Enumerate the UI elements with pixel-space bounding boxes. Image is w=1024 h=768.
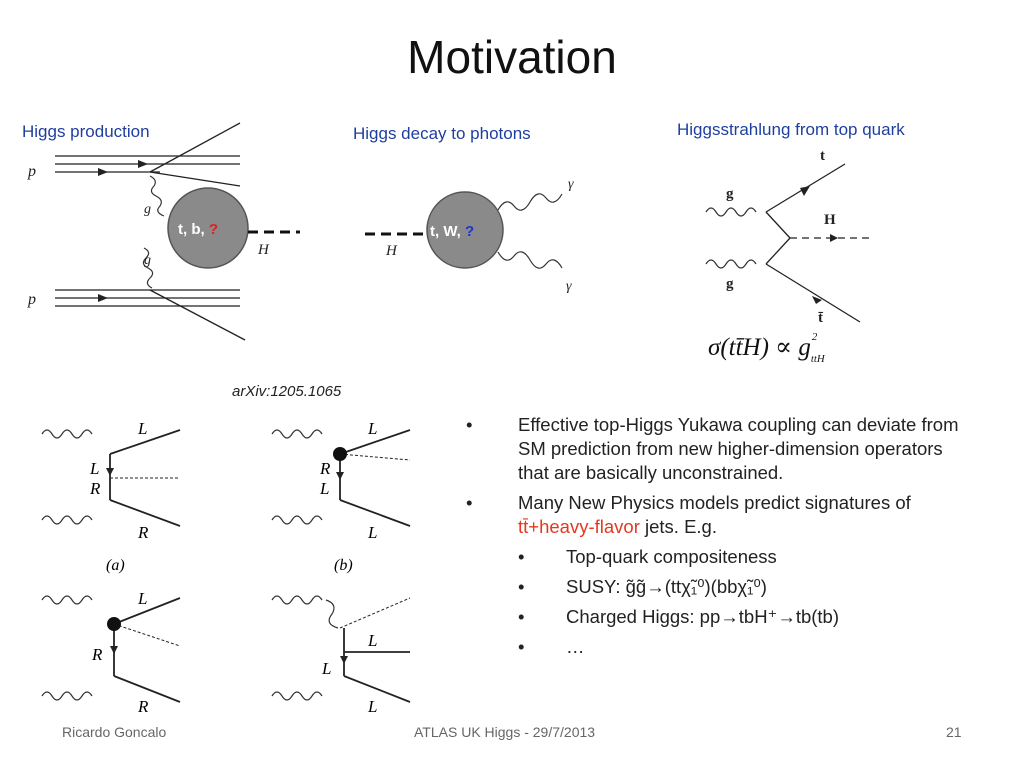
svg-text:L: L: [367, 631, 377, 650]
photon-label-bottom: γ: [566, 279, 572, 294]
decay-blob-text: t, W,: [430, 223, 465, 240]
higgs-decay-diagram: t, W, ? H γ γ: [365, 177, 574, 294]
higgsstrahlung-diagram: t H g g t̄: [705, 148, 870, 326]
footer-author: Ricardo Goncalo: [62, 724, 167, 740]
arxiv-citation: arXiv:1205.1065: [232, 383, 342, 400]
sub-bullet-item: • …: [518, 636, 585, 657]
slide-title: Motivation: [407, 31, 617, 83]
photon-label-top: γ: [568, 177, 574, 192]
svg-text:R: R: [89, 479, 101, 498]
gluon-label-a: g: [726, 186, 734, 202]
diagram-b: L R L L (b): [271, 419, 411, 574]
svg-text:L: L: [319, 479, 329, 498]
gluon-label-bottom: g: [144, 253, 151, 268]
svg-text:R: R: [91, 645, 103, 664]
diagram-c: L R R: [41, 589, 181, 716]
top-label: t: [820, 148, 825, 164]
bullet-item: • Effective top-Higgs Yukawa coupling ca…: [466, 414, 959, 483]
svg-text:R: R: [137, 697, 149, 716]
higgs-production-diagram: p p g g t, b, ? H: [27, 122, 300, 341]
proton-label-top: p: [27, 163, 36, 180]
svg-text:L: L: [367, 523, 377, 542]
higgs-production-label: Higgs production: [22, 122, 150, 141]
svg-text:R: R: [319, 459, 331, 478]
blob-text: t, b,: [178, 221, 209, 238]
footer-page-number: 21: [946, 724, 962, 740]
higgsstrahlung-label: Higgsstrahlung from top quark: [677, 120, 905, 139]
decay-higgs-label: H: [385, 243, 398, 259]
svg-text:L: L: [137, 589, 147, 608]
blob-query-blue: ?: [465, 223, 474, 240]
svg-text:L: L: [367, 697, 377, 716]
footer-event: ATLAS UK Higgs - 29/7/2013: [414, 724, 596, 740]
bullet-list: • Effective top-Higgs Yukawa coupling ca…: [466, 413, 976, 665]
highlight-ttbar-hf: tt̄+heavy-flavor: [518, 516, 640, 537]
caption-a: (a): [106, 557, 125, 574]
antitop-label: t̄: [818, 310, 824, 326]
gluon-label-b: g: [726, 276, 734, 292]
svg-text:L: L: [321, 659, 331, 678]
diagram-a: L L R R (a): [41, 419, 181, 574]
svg-text:L: L: [89, 459, 99, 478]
svg-text:L: L: [367, 419, 377, 438]
svg-text:t, W, ?: t, W, ?: [430, 223, 474, 240]
feynman-diagram-grid: L L R R (a) L R L L (b) L R R: [41, 419, 411, 716]
higgs-label: H: [257, 242, 270, 258]
diagram-d: L L L: [271, 595, 411, 716]
sub-bullet-item: • SUSY: g̃g̃→(ttχ̃₁⁰)(bbχ̃₁⁰): [518, 576, 767, 597]
higgs-decay-label: Higgs decay to photons: [353, 124, 531, 143]
sub-bullet-item: • Charged Higgs: pp→tbH⁺→tb(tb): [518, 606, 839, 627]
gluon-label-top: g: [144, 202, 151, 217]
svg-text:R: R: [137, 523, 149, 542]
caption-b: (b): [334, 557, 353, 574]
svg-text:L: L: [137, 419, 147, 438]
proton-label-bottom: p: [27, 291, 36, 308]
strahlung-higgs-label: H: [824, 212, 836, 228]
bullet-item: • Many New Physics models predict signat…: [466, 492, 911, 537]
svg-text:t, b, ?: t, b, ?: [178, 221, 218, 238]
sub-bullet-item: • Top-quark compositeness: [518, 546, 777, 567]
blob-query-red: ?: [209, 221, 218, 238]
